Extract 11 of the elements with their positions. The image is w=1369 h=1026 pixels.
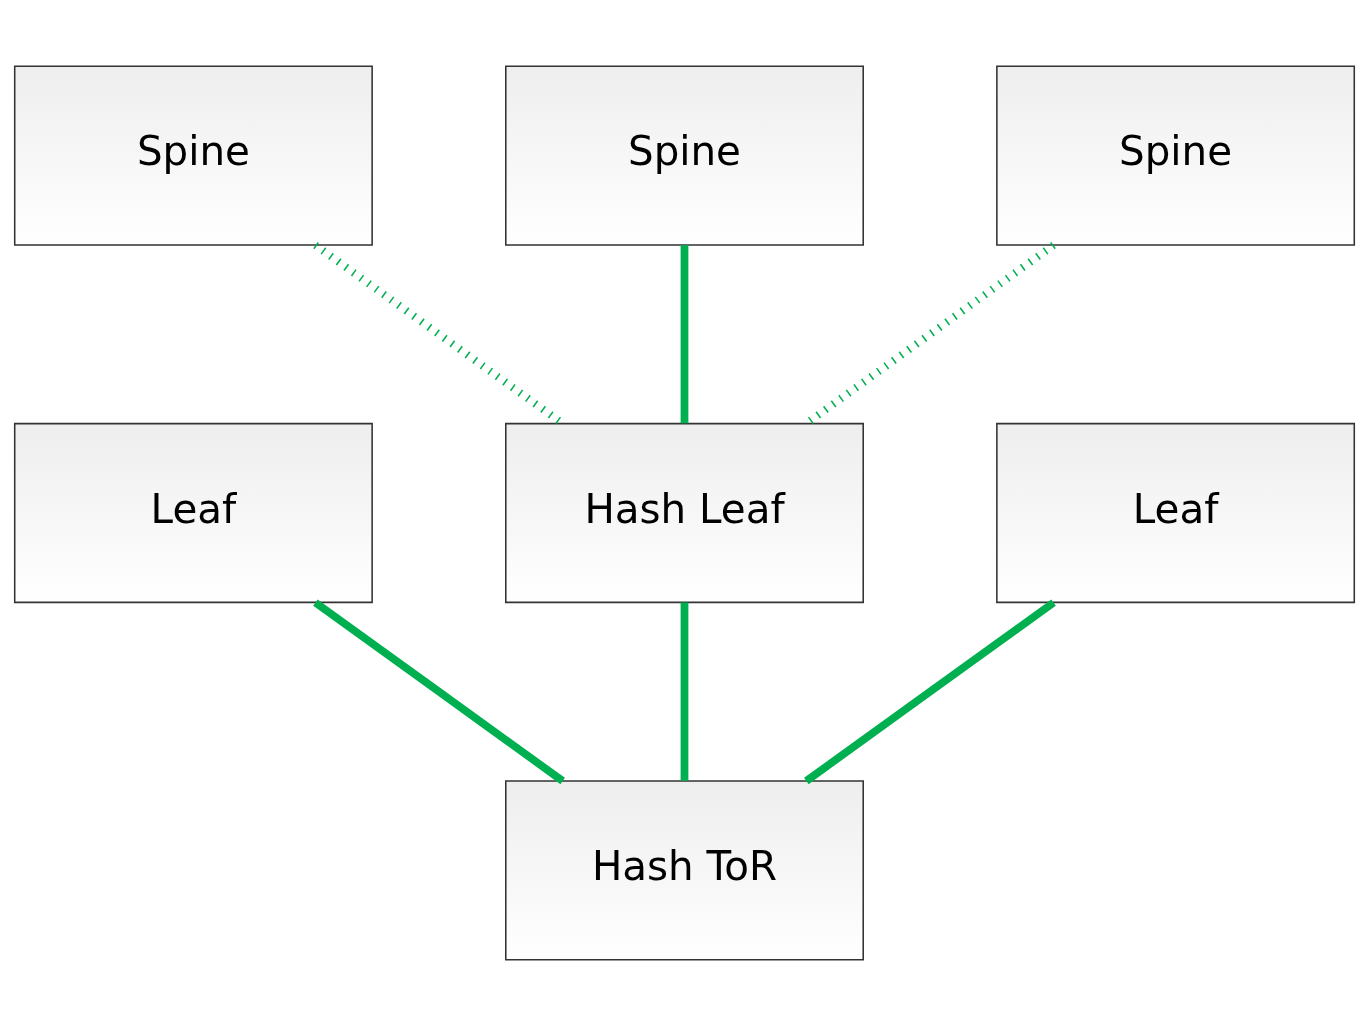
connector bbox=[313, 599, 565, 785]
connector bbox=[804, 599, 1056, 785]
node-box: Hash ToR bbox=[505, 780, 864, 961]
node-box: Hash Leaf bbox=[505, 422, 864, 604]
node-box: Spine bbox=[996, 65, 1356, 246]
node-box: Spine bbox=[13, 65, 373, 246]
node-box: Leaf bbox=[996, 422, 1356, 604]
node-box: Leaf bbox=[13, 422, 373, 604]
connector bbox=[680, 245, 689, 424]
connector bbox=[680, 602, 689, 781]
node-box: Spine bbox=[505, 65, 864, 246]
